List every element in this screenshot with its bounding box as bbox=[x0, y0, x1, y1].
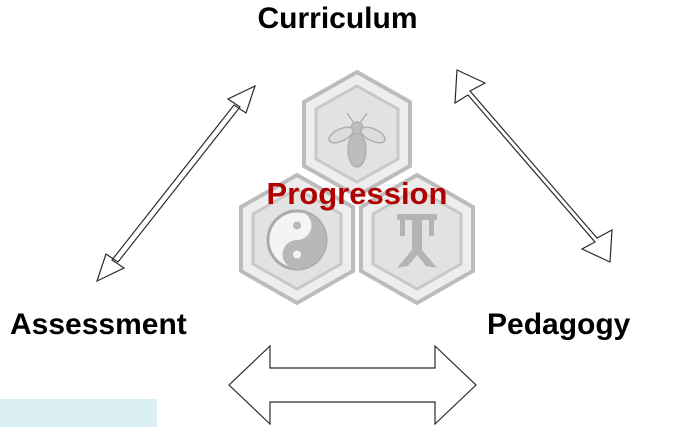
double-arrow-curriculum-pedagogy bbox=[454, 69, 613, 263]
hexagon-left bbox=[239, 172, 355, 306]
double-arrow-assessment-pedagogy bbox=[228, 344, 477, 426]
hexagon-emblem bbox=[239, 69, 475, 306]
double-arrow-assessment-curriculum bbox=[95, 84, 257, 283]
hexagon-top bbox=[302, 69, 412, 199]
yin-yang-icon bbox=[266, 209, 328, 271]
bee-icon bbox=[328, 112, 386, 168]
node-curriculum: Curriculum bbox=[257, 2, 418, 35]
hexagon-right bbox=[359, 172, 475, 306]
center-label-progression: Progression bbox=[266, 176, 448, 211]
tree-icon bbox=[397, 214, 437, 268]
node-pedagogy: Pedagogy bbox=[487, 308, 631, 341]
highlight-strip bbox=[0, 399, 157, 427]
node-assessment: Assessment bbox=[10, 308, 187, 341]
